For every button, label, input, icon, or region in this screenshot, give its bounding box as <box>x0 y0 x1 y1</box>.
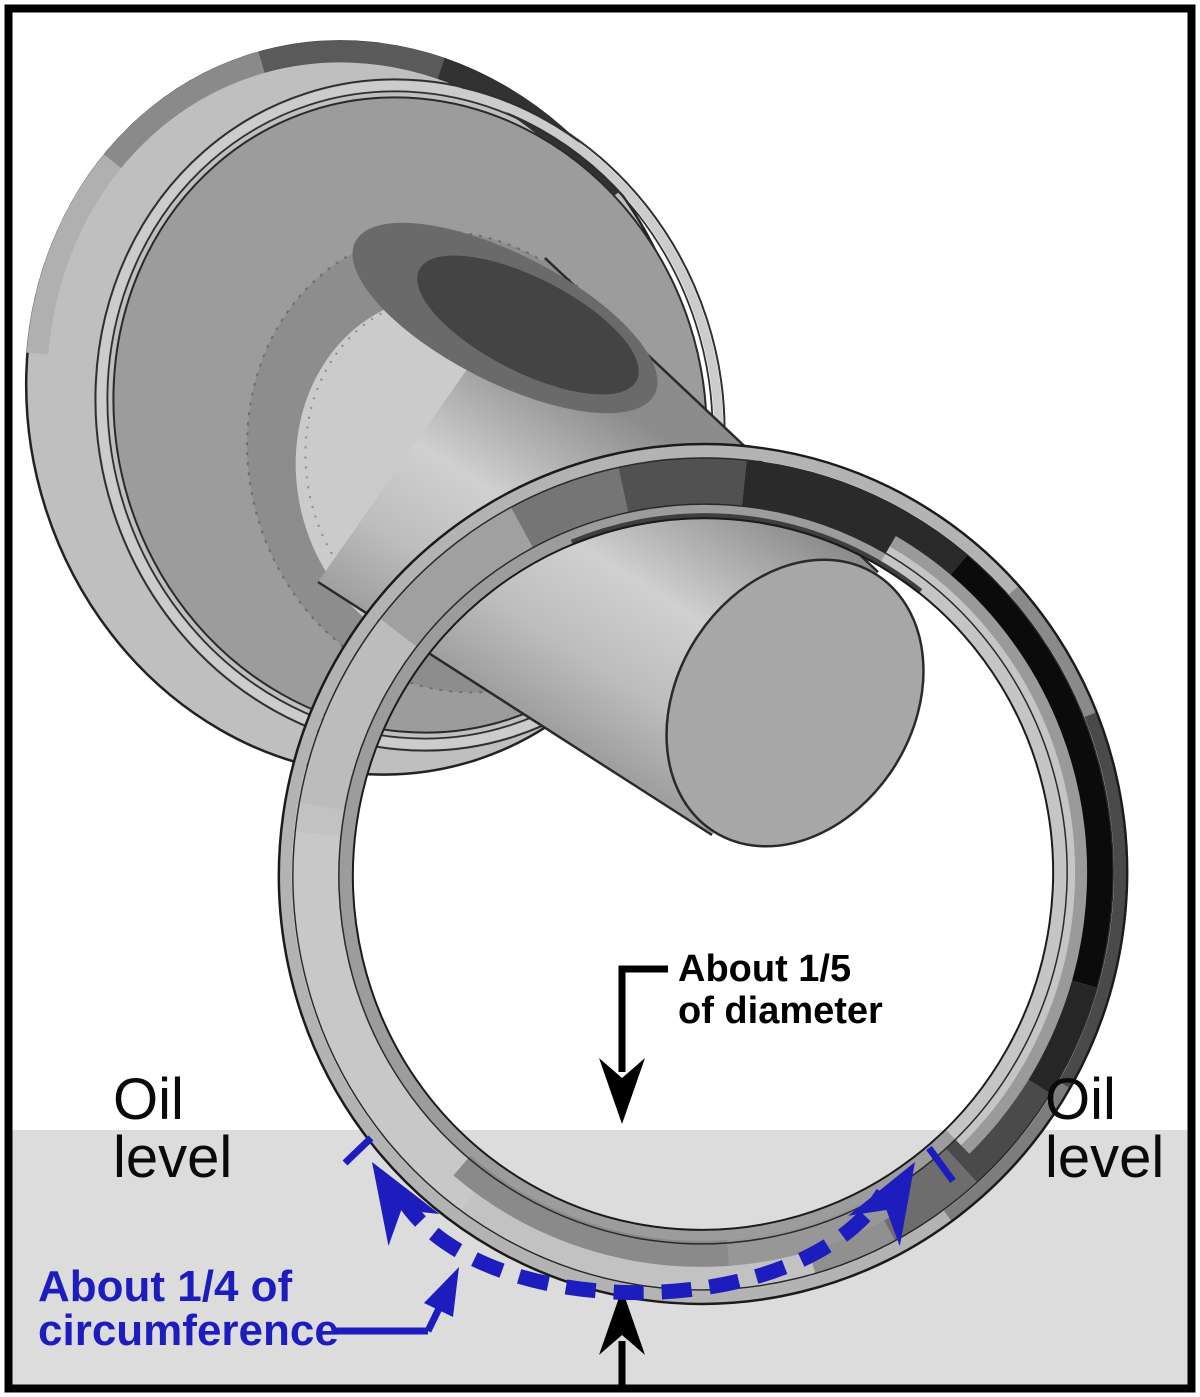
shading-arc <box>1058 712 1127 1088</box>
shading-arc <box>292 831 489 1211</box>
submersion-arrowhead-icon <box>599 1289 645 1355</box>
oil-level-right-line1: Oil <box>1045 1067 1116 1132</box>
circumference-arc <box>395 1188 890 1301</box>
ring-outer-lip-line <box>292 457 1114 1291</box>
shading-arc <box>878 544 1078 1147</box>
shaft-end-face <box>665 558 925 848</box>
shading-arc <box>570 513 923 594</box>
shading-arc <box>937 554 1114 988</box>
shading-arc <box>1011 974 1097 1094</box>
oil-level-label-right: Oil level <box>1045 1067 1164 1190</box>
submersion-annotation <box>599 1289 645 1390</box>
shading-arc <box>26 154 122 355</box>
frame-border <box>4 4 1196 1393</box>
circumference-note-line1: About 1/4 of <box>38 1262 293 1311</box>
circumference-pointer-arrowhead-icon <box>424 1267 459 1317</box>
shading-arc <box>104 51 265 169</box>
diameter-note-line2: of diameter <box>678 990 883 1032</box>
shading-arc <box>945 1069 1051 1183</box>
shading-arc <box>889 535 1088 1154</box>
diameter-arrowhead-icon <box>599 1058 645 1124</box>
diameter-arrow-line <box>618 965 668 1072</box>
shading-arc <box>380 507 534 648</box>
circumference-annotation: About 1/4 of circumference <box>38 1135 956 1355</box>
oil-level-left-line1: Oil <box>113 1067 184 1132</box>
arc-arrowhead-left-icon <box>372 1162 440 1246</box>
shading-arc <box>299 618 417 811</box>
shading-arc <box>943 1081 1069 1221</box>
shading-arc <box>453 1155 730 1267</box>
circumference-note-line2: circumference <box>38 1306 339 1355</box>
shading-arc <box>511 467 629 548</box>
ring-shading <box>292 458 1127 1274</box>
shading-arc <box>258 40 445 79</box>
oil-level-left-line2: level <box>113 1125 232 1190</box>
ring-inner-lip-line <box>338 503 1068 1245</box>
oil-ring <box>277 442 1129 1306</box>
shading-arc <box>741 460 968 591</box>
oil-level-label-left: Oil level <box>113 1067 232 1190</box>
diameter-annotation: About 1/5 of diameter <box>599 948 883 1124</box>
arc-tick-left <box>342 1135 374 1166</box>
shading-arc <box>1008 586 1096 718</box>
housing-groove <box>94 78 726 752</box>
ring-inner-edge <box>351 517 1055 1231</box>
arc-tick-right <box>926 1145 956 1184</box>
bore-shadow-inner <box>417 255 639 395</box>
diameter-note-line1: About 1/5 <box>678 948 851 990</box>
shaft <box>317 222 925 848</box>
arc-arrowhead-right-icon <box>848 1162 915 1247</box>
oil-level-right-line2: level <box>1045 1125 1164 1190</box>
shading-arc <box>618 458 747 513</box>
